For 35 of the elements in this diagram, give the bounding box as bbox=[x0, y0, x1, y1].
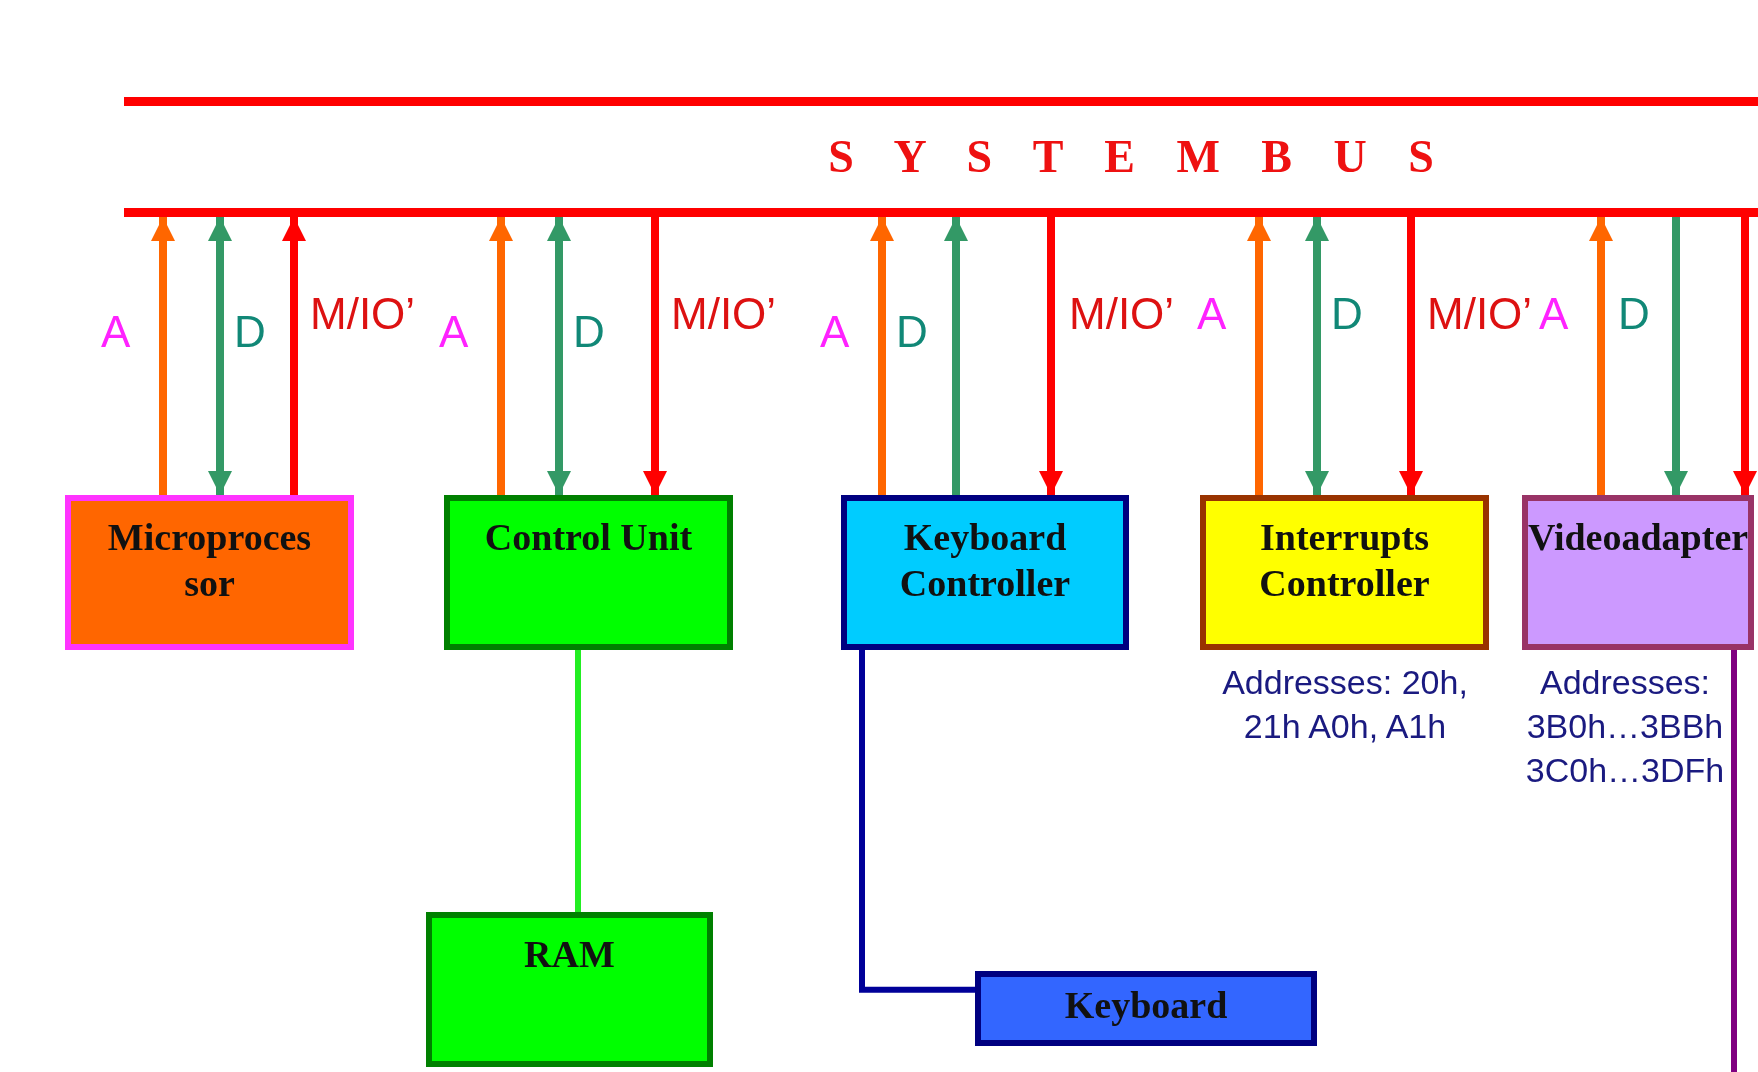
box-title: Control Unit bbox=[484, 515, 693, 560]
process-box bbox=[975, 971, 1317, 1046]
edge-label: A bbox=[1197, 292, 1227, 336]
process-box bbox=[1200, 495, 1489, 650]
edge-label: M/IO’ bbox=[1427, 292, 1533, 336]
edge-label: A bbox=[101, 310, 131, 354]
box-title: RAM bbox=[524, 932, 615, 977]
edge-label: A bbox=[1539, 292, 1569, 336]
connector-line bbox=[575, 650, 581, 912]
process-box bbox=[1522, 495, 1754, 650]
process-box bbox=[841, 495, 1129, 650]
edge-label: A bbox=[820, 310, 850, 354]
edge-label: D bbox=[1618, 292, 1650, 336]
address-note: Addresses: 3B0h…3BBh 3C0h…3DFh bbox=[1524, 662, 1726, 792]
box-title: Keyboard Controller bbox=[898, 515, 1072, 606]
box-title: Keyboard bbox=[1064, 983, 1228, 1028]
process-box bbox=[65, 495, 354, 650]
box-title: Videoadapter bbox=[1527, 515, 1749, 560]
edge-label: D bbox=[1331, 292, 1363, 336]
edge-label: D bbox=[573, 310, 605, 354]
process-box bbox=[444, 495, 733, 650]
box-title: Microproces sor bbox=[106, 515, 313, 606]
connector-line bbox=[1731, 650, 1737, 1072]
edge-label: M/IO’ bbox=[671, 292, 777, 336]
edge-label: A bbox=[439, 310, 469, 354]
edge-label: M/IO’ bbox=[310, 292, 416, 336]
process-box bbox=[426, 912, 713, 1067]
system-bus-band bbox=[124, 97, 1758, 217]
edge-label: D bbox=[896, 310, 928, 354]
address-note: Addresses: 20h, 21h A0h, A1h bbox=[1221, 662, 1469, 748]
edge-label: M/IO’ bbox=[1069, 292, 1175, 336]
bus-title: S Y S T E M B U S bbox=[827, 130, 1434, 185]
connector-line bbox=[859, 650, 975, 993]
box-title: Interrupts Controller bbox=[1258, 515, 1431, 606]
edge-label: D bbox=[234, 310, 266, 354]
